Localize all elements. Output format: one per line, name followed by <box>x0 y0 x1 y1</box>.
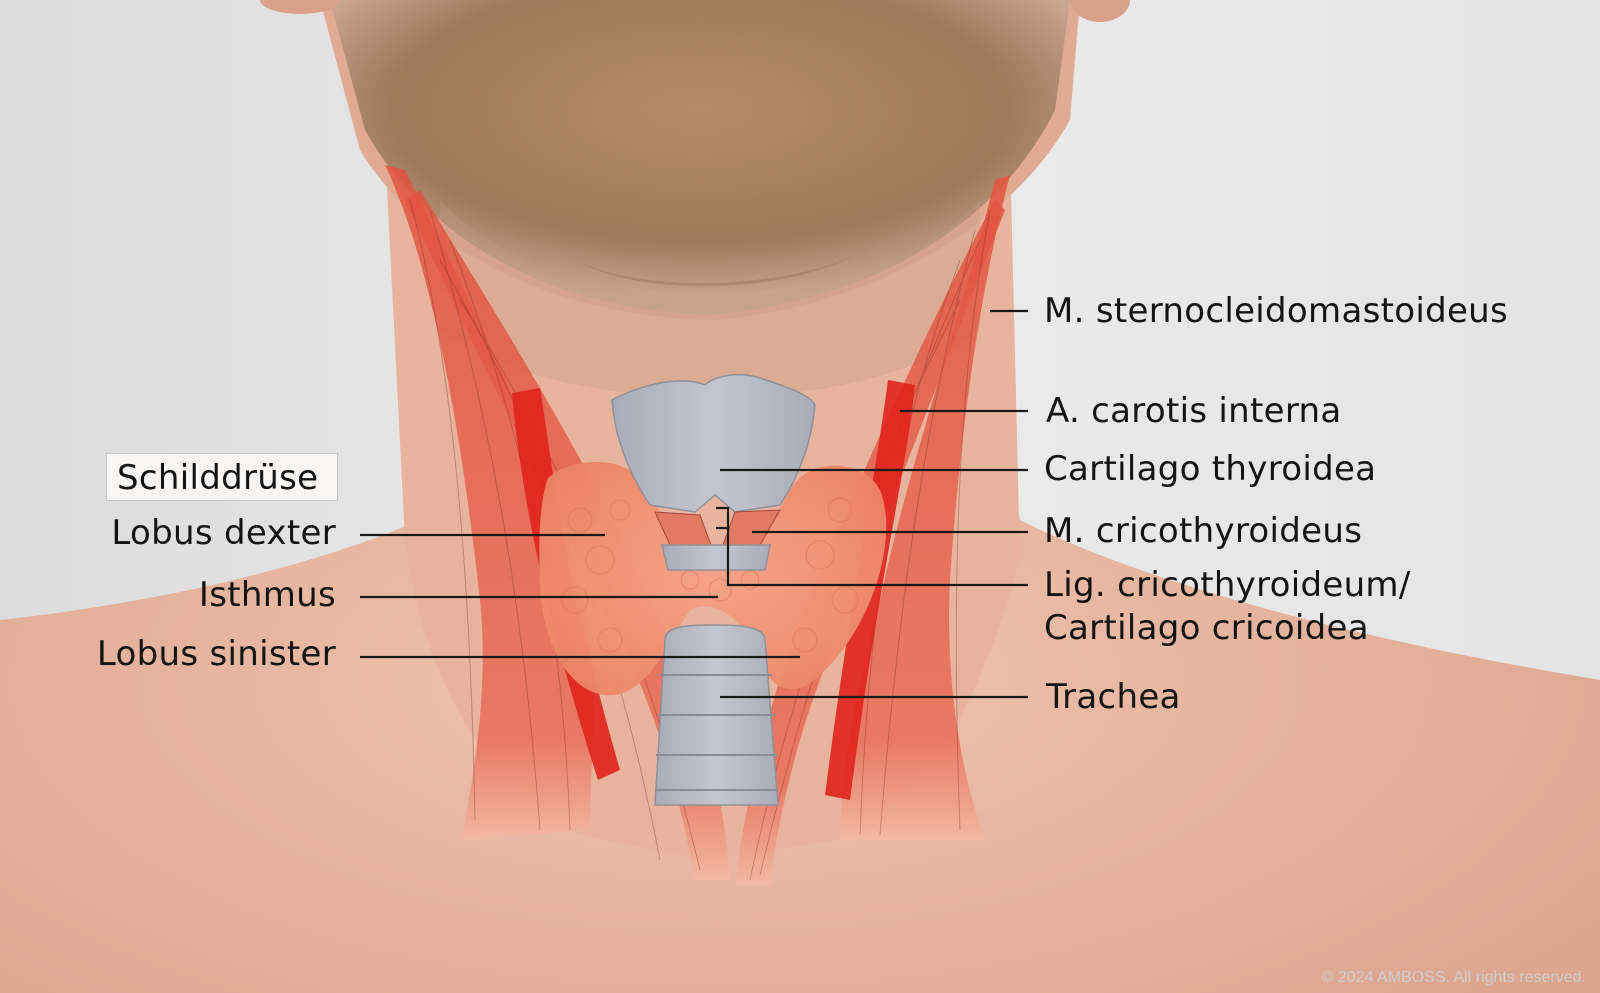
cricoid-cartilage <box>661 544 771 571</box>
thyroid-gland <box>539 461 887 696</box>
label-cartilago-cricoidea: Cartilago cricoidea <box>1044 608 1369 648</box>
line-lig-cricothyroideum <box>716 506 1028 587</box>
diagram-title: Schilddrüse <box>117 458 319 498</box>
thyroid-texture <box>561 497 859 653</box>
trachea-rings <box>655 674 778 791</box>
label-lobus-sinister: Lobus sinister <box>96 634 336 674</box>
thyroid-cartilage <box>611 373 816 513</box>
ear-right <box>1070 0 1130 22</box>
label-lobus-dexter: Lobus dexter <box>111 513 336 553</box>
beard-chin-shadow <box>560 240 880 287</box>
beard <box>330 0 1070 315</box>
label-lig-cricothyroideum: Lig. cricothyroideum/ <box>1044 565 1411 605</box>
sternocleidomastoid-right-sternal <box>405 190 730 880</box>
thyroid-title-box <box>106 453 338 501</box>
sternocleidomastoid-right-clavicular <box>385 165 594 840</box>
label-cricothyroideus: M. cricothyroideus <box>1044 511 1363 551</box>
leader-lines <box>360 309 1028 699</box>
ear-left <box>260 0 340 14</box>
label-trachea: Trachea <box>1046 677 1181 717</box>
neck-stubble <box>440 200 980 398</box>
sternocleidomastoid-left-clavicular <box>840 175 1010 840</box>
label-cartilago-thyroidea: Cartilago thyroidea <box>1044 449 1377 489</box>
label-isthmus: Isthmus <box>198 575 336 615</box>
label-carotis-interna: A. carotis interna <box>1046 391 1342 431</box>
label-sternocleidomastoideus: M. sternocleidomastoideus <box>1044 291 1509 331</box>
copyright-notice: © 2024 AMBOSS. All rights reserved. <box>1321 969 1586 986</box>
